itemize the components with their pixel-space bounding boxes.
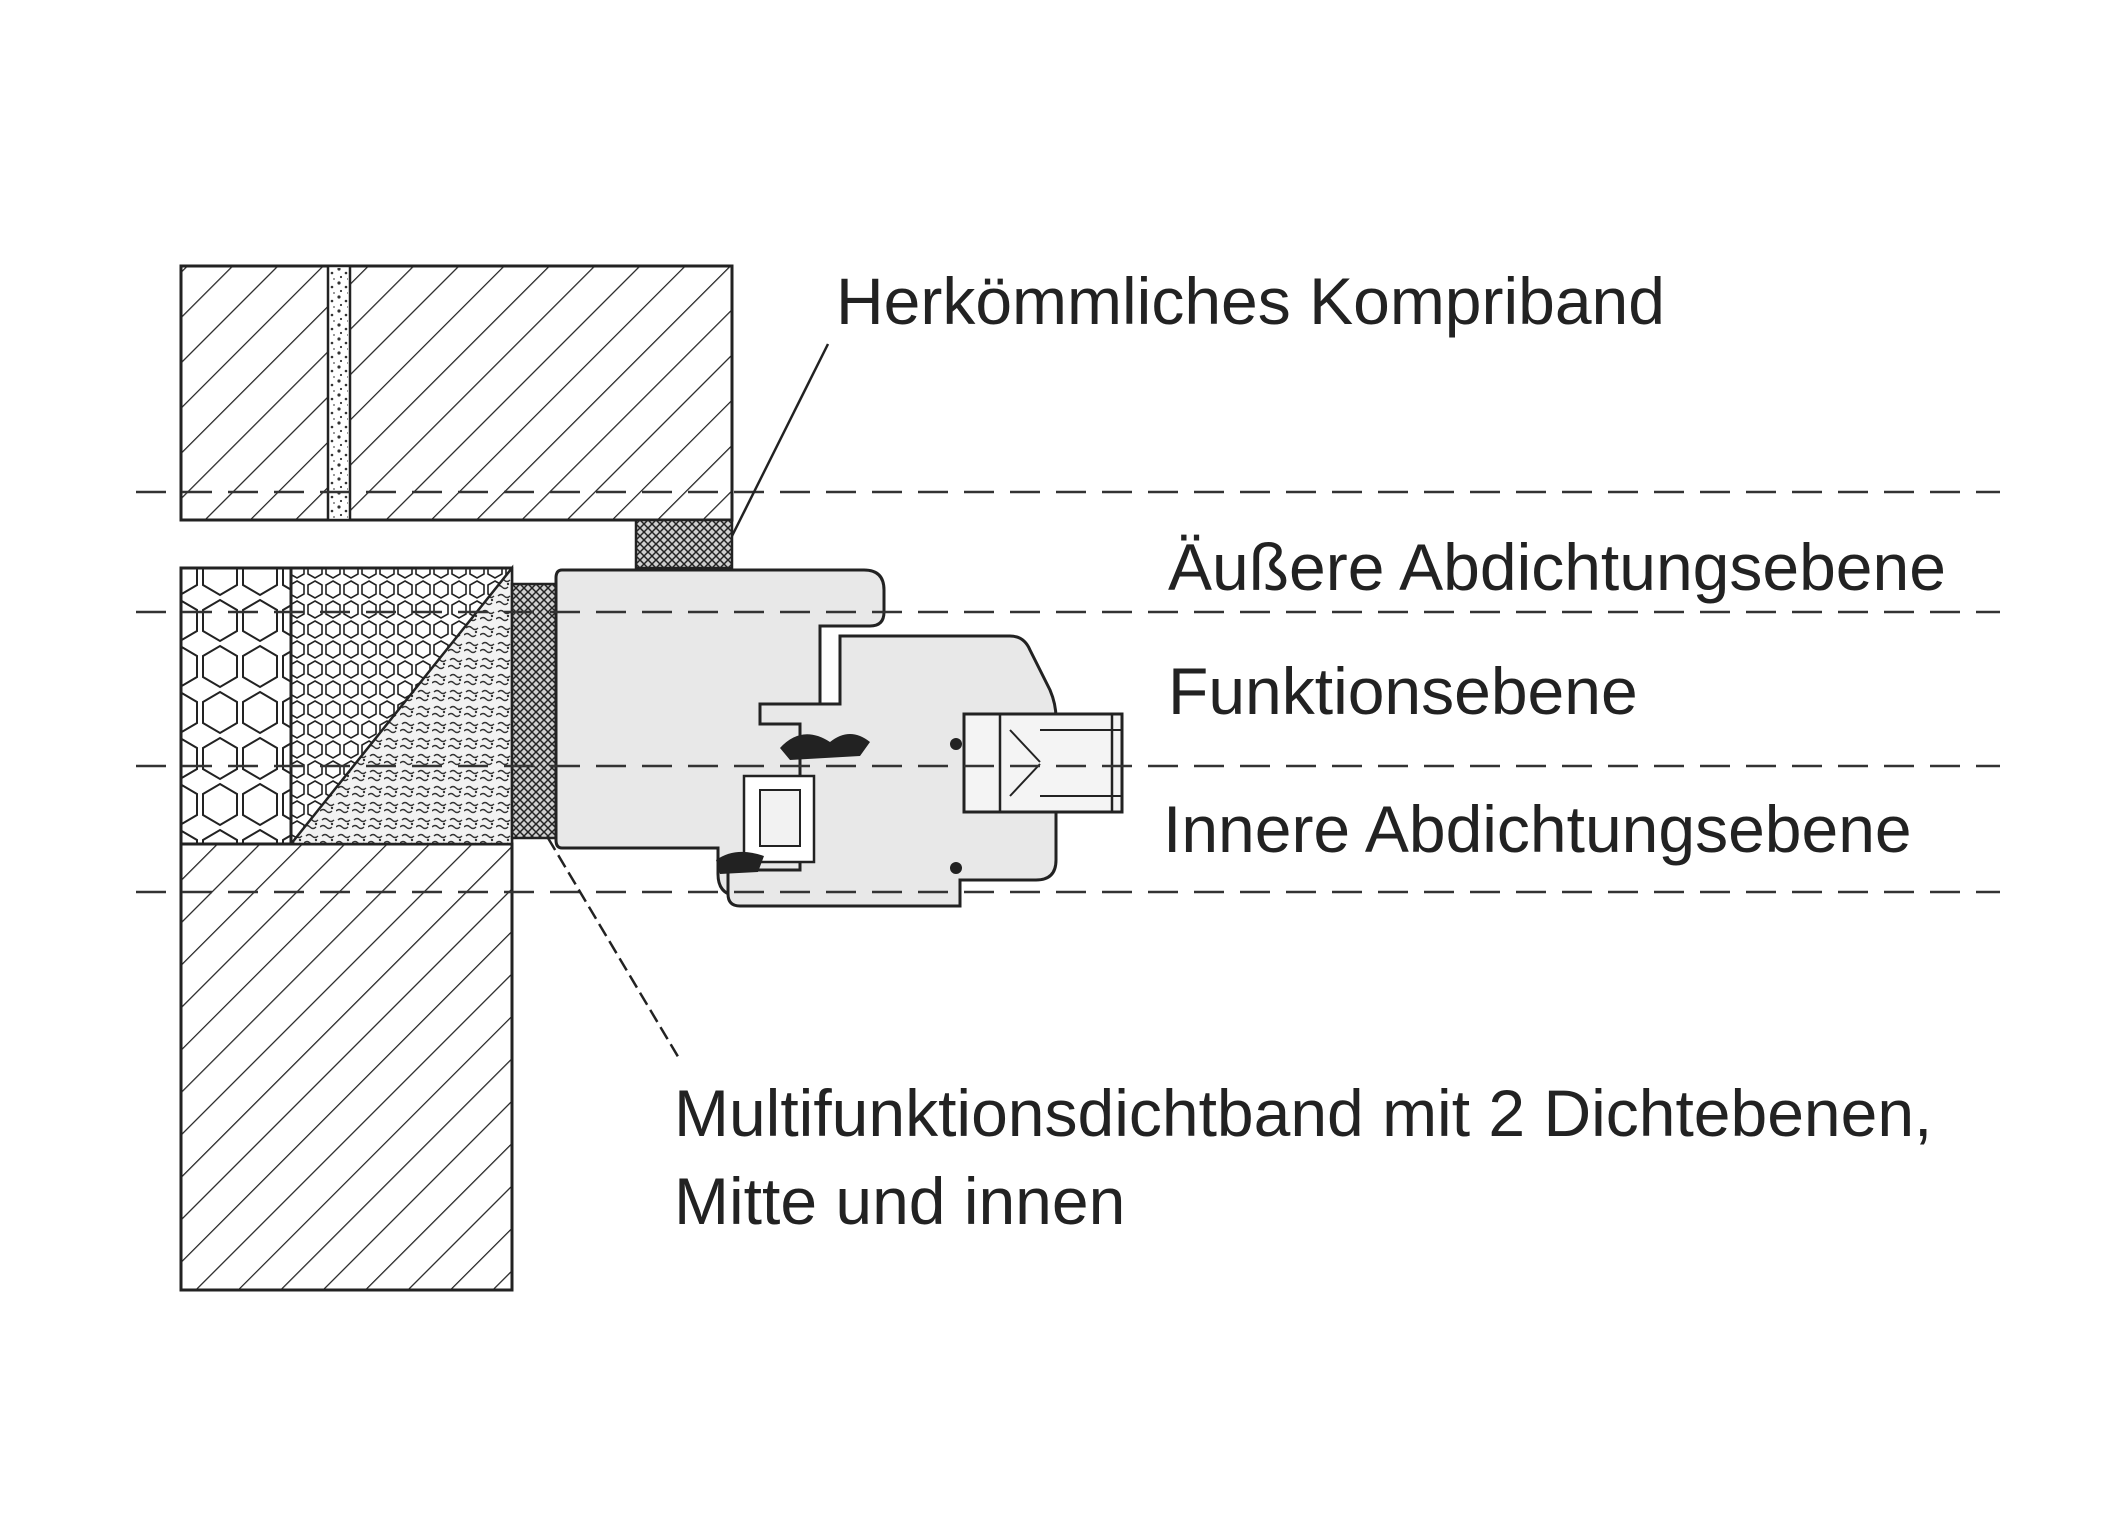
compression-band [634,518,734,570]
leader-multiband [546,837,682,1061]
leader-kompriband [730,343,830,537]
insulation-block [179,564,514,846]
glazing-unit [962,712,1124,814]
leader-lines [546,343,830,1061]
label-function-plane: Funktionsebene [1168,654,1638,728]
label-inner-sealing-plane: Innere Abdichtungsebene [1163,792,1912,866]
label-multifunction-band-line2: Mitte und innen [674,1164,1126,1238]
lower-masonry [179,842,514,1292]
label-conventional-compression-band: Herkömmliches Kompriband [836,264,1665,338]
label-multifunction-band-line1: Multifunktionsdichtband mit 2 Dichtebene… [674,1076,1933,1150]
sealing-plane-lines [136,490,2000,894]
upper-masonry [179,264,734,522]
label-outer-sealing-plane: Äußere Abdichtungsebene [1168,530,1946,604]
window-frame-profile [554,568,1058,908]
multifunction-band [510,582,560,840]
